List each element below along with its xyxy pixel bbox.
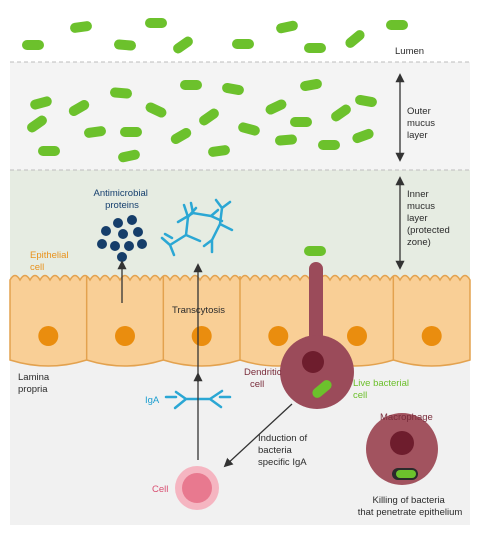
sampled-bacterium (304, 246, 326, 256)
macrophage-label: Macrophage (380, 412, 433, 423)
antimicrobial-label: Antimicrobial proteins (93, 188, 150, 211)
outer-mucus-bacteria (27, 78, 377, 163)
dendritic-cell (280, 262, 354, 409)
epithelial-nucleus (347, 326, 367, 346)
arrows (117, 73, 405, 468)
inner-mucus-band (10, 170, 470, 280)
induction-label: Induction of bacteria specific IgA (258, 433, 310, 468)
lamina-propria-label: Lamina propria (18, 372, 52, 395)
outer-mucus-label: Outer mucus layer (407, 106, 438, 141)
transcytosis-label: Transcytosis (172, 305, 225, 316)
epithelial-nucleus (268, 326, 289, 346)
b-cell-label: Cell (152, 484, 168, 495)
epithelial-nucleus (191, 326, 212, 346)
antimicrobial-protein-cluster (97, 215, 147, 262)
epithelial-cell-label: Epithelial cell (30, 250, 71, 273)
epithelial-nucleus (421, 326, 442, 346)
epithelial-nucleus (115, 326, 135, 346)
b-cell (175, 466, 219, 510)
epithelial-nuclei (38, 326, 442, 346)
iga-label: IgA (145, 395, 160, 406)
macrophage (366, 413, 438, 485)
lumen-bacteria (22, 18, 408, 54)
macrophage-nucleus (390, 431, 414, 455)
outer-mucus-band (10, 62, 470, 170)
engulfed-bacterium (312, 380, 332, 398)
live-bacterial-cell-label: Live bacterial cell (353, 378, 412, 401)
dendritic-nucleus (302, 351, 324, 373)
dendritic-cell-label: Dendritic cell (244, 367, 284, 390)
lumen-label: Lumen (395, 46, 424, 57)
killed-bacterium (396, 470, 416, 478)
induction-arrow (223, 403, 293, 468)
epithelial-layer (9, 274, 471, 367)
iga-antibodies-mucus (160, 198, 234, 257)
killing-label: Killing of bacteria that penetrate epith… (358, 495, 463, 518)
epithelial-nucleus (38, 326, 59, 346)
inner-mucus-label: Inner mucus layer (protected zone) (407, 189, 452, 248)
